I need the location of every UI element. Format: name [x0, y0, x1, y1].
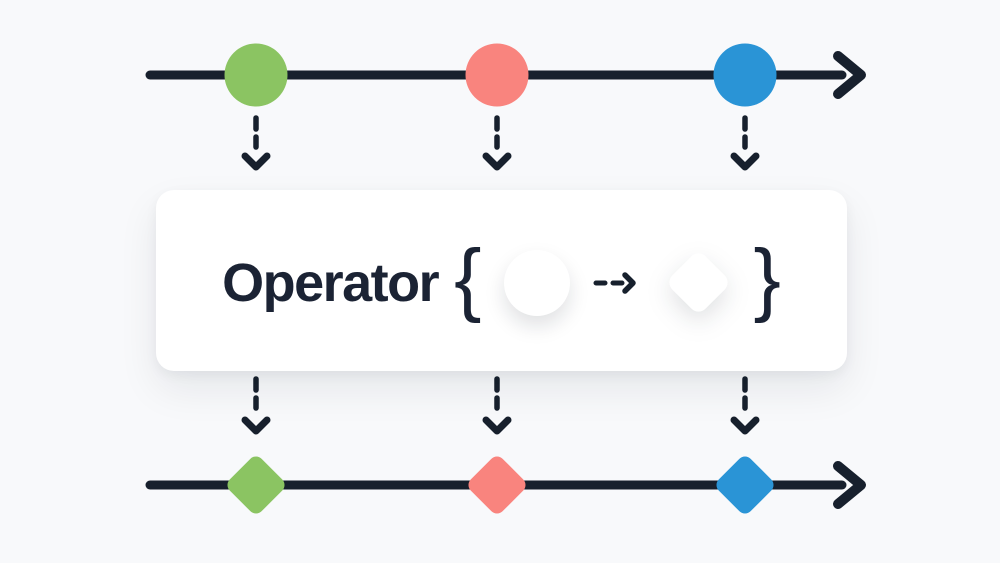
input-timeline-arrowhead-icon — [833, 51, 866, 99]
close-brace: } — [753, 232, 781, 324]
output-marble-green — [227, 456, 285, 514]
input-to-operator-arrows — [241, 115, 760, 171]
operator-to-output-arrows — [241, 376, 760, 435]
input-stream — [145, 43, 866, 107]
output-stream — [145, 456, 866, 514]
output-shape-diamond — [665, 249, 732, 316]
output-marble-blue — [716, 456, 774, 514]
dashed-down-arrowhead-icon — [482, 416, 512, 435]
open-brace: { — [454, 232, 482, 324]
operator-card: Operator { } — [156, 190, 847, 371]
input-marble-green — [224, 43, 288, 107]
output-timeline-arrowhead-icon — [833, 461, 866, 509]
input-shape-circle — [503, 249, 570, 316]
input-marble-blue — [713, 43, 777, 107]
dashed-down-arrowhead-icon — [730, 152, 760, 171]
map-arrow-icon — [593, 271, 636, 294]
diamond-shape — [665, 249, 732, 316]
output-marble-red — [468, 456, 526, 514]
operator-label: Operator — [222, 252, 440, 313]
dashed-down-arrowhead-icon — [241, 152, 271, 171]
dashed-down-arrowhead-icon — [482, 152, 512, 171]
dashed-down-arrowhead-icon — [730, 416, 760, 435]
input-marble-red — [465, 43, 529, 107]
dashed-down-arrowhead-icon — [241, 416, 271, 435]
